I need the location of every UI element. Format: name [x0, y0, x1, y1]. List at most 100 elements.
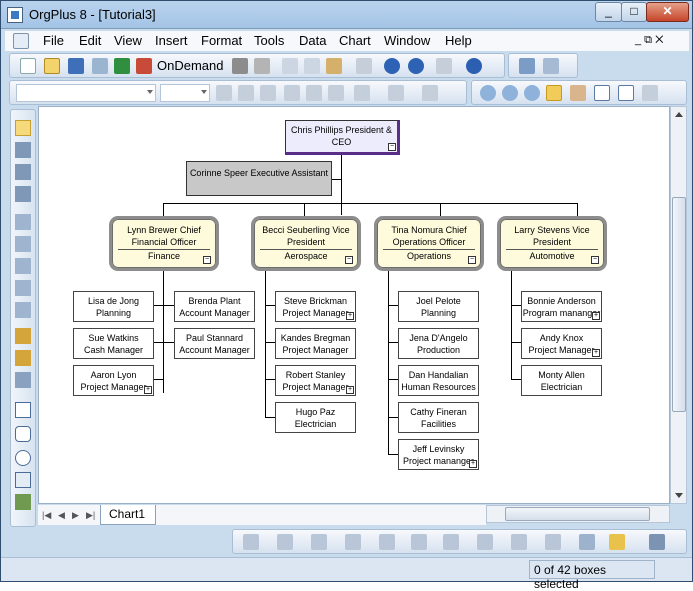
- box-style-icon[interactable]: [545, 534, 561, 550]
- scroll-up-icon[interactable]: [675, 112, 683, 117]
- new-icon[interactable]: [20, 58, 36, 74]
- box-employee[interactable]: Lisa de Jong Planning: [73, 291, 154, 322]
- box-employee[interactable]: Bonnie Anderson Program mananger +: [521, 291, 602, 322]
- dotted-line-icon[interactable]: [15, 328, 31, 344]
- rounded-rectangle-icon[interactable]: [15, 426, 31, 442]
- tab-chart1[interactable]: Chart1: [100, 505, 157, 525]
- align-center-icon[interactable]: [306, 85, 322, 101]
- box-employee[interactable]: Dan Handalian Human Resources: [398, 365, 479, 396]
- paste-icon[interactable]: [326, 58, 342, 74]
- add-subordinate-icon[interactable]: [15, 214, 31, 230]
- bold-icon[interactable]: [216, 85, 232, 101]
- menu-chart[interactable]: Chart: [339, 33, 371, 48]
- scroll-down-icon[interactable]: [675, 493, 683, 498]
- branch-style-icon[interactable]: [477, 534, 493, 550]
- horizontal-scrollbar[interactable]: [486, 505, 670, 523]
- last-tab-icon[interactable]: ▶|: [86, 510, 96, 520]
- close-button[interactable]: ✕: [646, 2, 689, 22]
- font-size-combo[interactable]: [160, 84, 210, 102]
- menu-insert[interactable]: Insert: [155, 33, 188, 48]
- subordinate-tool-icon[interactable]: [15, 142, 31, 158]
- box-employee[interactable]: Paul Stannard Account Manager: [174, 328, 255, 359]
- line-color-icon[interactable]: [379, 534, 395, 550]
- box-employee[interactable]: Monty Allen Electrician: [521, 365, 602, 396]
- select-arrow-icon[interactable]: [15, 120, 31, 136]
- add-assistant-icon[interactable]: [15, 302, 31, 318]
- align-left-icon[interactable]: [284, 85, 300, 101]
- shape-icon[interactable]: [411, 534, 427, 550]
- vertical-scrollbar[interactable]: [670, 106, 687, 504]
- box-ceo[interactable]: Chris Phillips President & CEO −: [285, 120, 400, 155]
- app-icon[interactable]: [7, 7, 23, 23]
- picture-icon[interactable]: [15, 494, 31, 510]
- box-employee[interactable]: Jeff Levinsky Project mananger +: [398, 439, 479, 470]
- box-employee[interactable]: Andy Knox Project Manager +: [521, 328, 602, 359]
- expand-icon[interactable]: +: [469, 460, 477, 468]
- box-border-icon[interactable]: [579, 534, 595, 550]
- box-employee[interactable]: Hugo Paz Electrician: [275, 402, 356, 433]
- expand-icon[interactable]: −: [345, 256, 353, 264]
- chart-canvas[interactable]: Chris Phillips President & CEO − Corinne…: [38, 106, 670, 504]
- minimize-button[interactable]: _: [595, 2, 622, 22]
- layout-icon[interactable]: [642, 85, 658, 101]
- print-icon[interactable]: [232, 58, 248, 74]
- fill-bucket-icon[interactable]: [443, 534, 459, 550]
- box-employee[interactable]: Aaron Lyon Project Manager +: [73, 365, 154, 396]
- expand-icon[interactable]: +: [592, 349, 600, 357]
- box-assistant[interactable]: Corinne Speer Executive Assistant: [186, 161, 332, 196]
- connector-icon[interactable]: [15, 372, 31, 388]
- line-style-icon[interactable]: [311, 534, 327, 550]
- cut-icon[interactable]: [282, 58, 298, 74]
- calendar-icon[interactable]: [519, 58, 535, 74]
- zoom-out-icon[interactable]: [502, 85, 518, 101]
- line-weight-icon[interactable]: [277, 534, 293, 550]
- save-icon[interactable]: [68, 58, 84, 74]
- menu-data[interactable]: Data: [299, 33, 327, 48]
- underline-icon[interactable]: [260, 85, 276, 101]
- save-web-icon[interactable]: [92, 58, 108, 74]
- branch-style-2-icon[interactable]: [511, 534, 527, 550]
- zoom-selection-icon[interactable]: [524, 85, 540, 101]
- org-icon[interactable]: [543, 58, 559, 74]
- open-icon[interactable]: [44, 58, 60, 74]
- box-manager-aerospace[interactable]: Becci Seuberling Vice President Aerospac…: [251, 216, 361, 271]
- add-manager-icon[interactable]: [15, 280, 31, 296]
- box-manager-operations[interactable]: Tina Nomura Chief Operations Officer Ope…: [374, 216, 484, 271]
- move-tool-icon[interactable]: [15, 164, 31, 180]
- border-icon[interactable]: [388, 85, 404, 101]
- refresh-icon[interactable]: [436, 58, 452, 74]
- box-employee[interactable]: Kandes Bregman Project Manager: [275, 328, 356, 359]
- box-employee[interactable]: Jena D'Angelo Production: [398, 328, 479, 359]
- scroll-thumb[interactable]: [505, 507, 650, 521]
- fill-color-icon[interactable]: [422, 85, 438, 101]
- add-coworker-left-icon[interactable]: [15, 236, 31, 252]
- add-coworker-right-icon[interactable]: [15, 258, 31, 274]
- line-dash-icon[interactable]: [243, 534, 259, 550]
- document-icon[interactable]: [13, 33, 29, 49]
- expand-icon[interactable]: −: [591, 256, 599, 264]
- menu-window[interactable]: Window: [384, 33, 431, 48]
- expand-icon[interactable]: −: [388, 143, 396, 151]
- maximize-button[interactable]: □: [621, 2, 647, 22]
- font-color-icon[interactable]: [354, 85, 370, 101]
- pencil-icon[interactable]: [15, 350, 31, 366]
- undo-icon[interactable]: [384, 58, 400, 74]
- next-tab-icon[interactable]: ▶: [72, 510, 79, 520]
- zoom-tool-icon[interactable]: [546, 85, 562, 101]
- box-manager-automotive[interactable]: Larry Stevens Vice President Automotive …: [497, 216, 607, 271]
- box-employee[interactable]: Robert Stanley Project Manager +: [275, 365, 356, 396]
- rectangle-icon[interactable]: [15, 402, 31, 418]
- scroll-thumb[interactable]: [672, 197, 686, 412]
- box-employee[interactable]: Steve Brickman Project Manager +: [275, 291, 356, 322]
- italic-icon[interactable]: [238, 85, 254, 101]
- expand-icon[interactable]: −: [468, 256, 476, 264]
- menu-view[interactable]: View: [114, 33, 142, 48]
- highlight-icon[interactable]: [609, 534, 625, 550]
- expand-icon[interactable]: +: [592, 312, 600, 320]
- mdi-controls[interactable]: _ ⧉ ✕: [635, 34, 664, 46]
- expand-icon[interactable]: +: [346, 386, 354, 394]
- copy-icon[interactable]: [304, 58, 320, 74]
- print-preview-icon[interactable]: [254, 58, 270, 74]
- zoom-in-icon[interactable]: [480, 85, 496, 101]
- box-manager-finance[interactable]: Lynn Brewer Chief Financial Officer Fina…: [109, 216, 219, 271]
